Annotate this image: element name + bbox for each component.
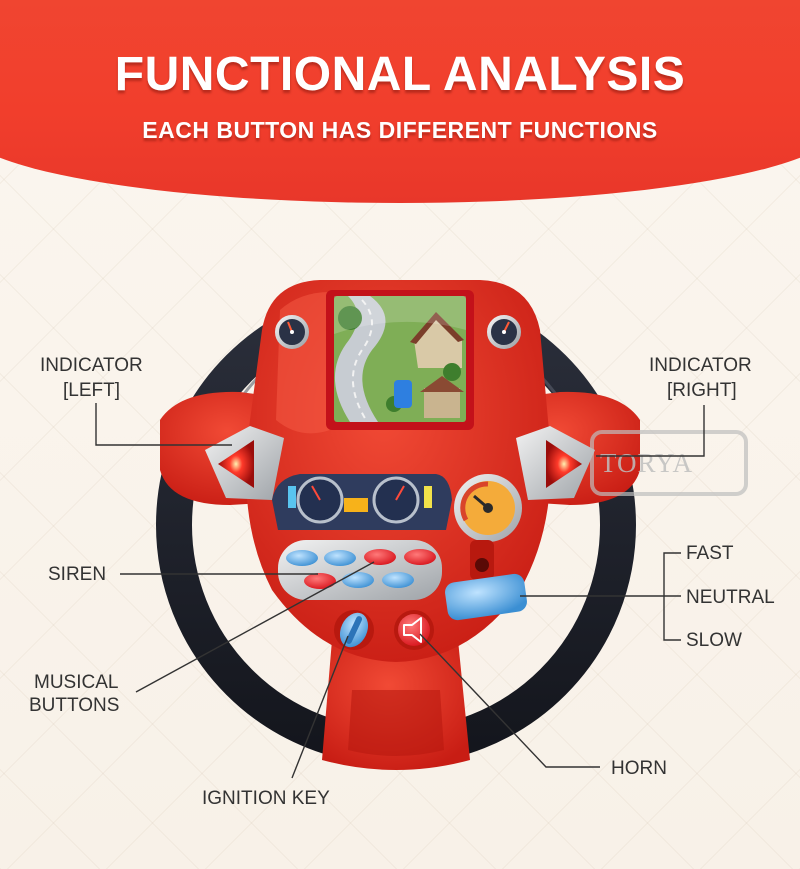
label-fast: FAST <box>686 543 734 564</box>
label-ignition-key: IGNITION KEY <box>202 788 330 809</box>
label-musical-line2: BUTTONS <box>29 695 120 716</box>
screen-display <box>326 290 474 430</box>
siren-button[interactable] <box>364 549 396 565</box>
siren-button[interactable] <box>404 549 436 565</box>
speedometer <box>454 474 522 542</box>
watermark-text: TORYA <box>600 448 694 478</box>
label-siren: SIREN <box>48 564 107 585</box>
label-neutral: NEUTRAL <box>686 587 775 608</box>
callout-line-indicator-right <box>596 405 705 457</box>
speed-gauge-right <box>487 315 521 349</box>
page-title: FUNCTIONAL ANALYSIS <box>114 48 686 101</box>
stem-shading <box>348 690 444 756</box>
callout-line-musical <box>135 561 375 693</box>
musical-button[interactable] <box>304 573 336 589</box>
label-musical-line1: MUSICAL <box>34 672 119 693</box>
horn-button[interactable] <box>394 610 434 650</box>
fuel-gauge-left <box>275 315 309 349</box>
label-indicator-left-line2: [LEFT] <box>63 380 121 401</box>
label-indicator-right-line1: INDICATOR <box>649 355 752 376</box>
callout-line-horn <box>419 633 600 768</box>
gear-shifter[interactable] <box>444 540 529 621</box>
indicator-right-button[interactable] <box>516 426 595 500</box>
callout-line-indicator-left <box>95 403 232 446</box>
label-indicator-right-line2: [RIGHT] <box>667 380 737 401</box>
label-horn: HORN <box>611 758 667 779</box>
musical-button[interactable] <box>382 572 414 588</box>
label-indicator-left-line1: INDICATOR <box>40 355 143 376</box>
header-banner <box>0 0 800 203</box>
horn-icon <box>403 617 422 643</box>
dashboard-panel <box>272 474 452 530</box>
callout-line-ignition <box>291 635 349 779</box>
label-slow: SLOW <box>686 630 742 651</box>
musical-button[interactable] <box>324 550 356 566</box>
page-subtitle: EACH BUTTON HAS DIFFERENT FUNCTIONS <box>142 117 658 143</box>
musical-button[interactable] <box>342 572 374 588</box>
musical-button[interactable] <box>286 550 318 566</box>
